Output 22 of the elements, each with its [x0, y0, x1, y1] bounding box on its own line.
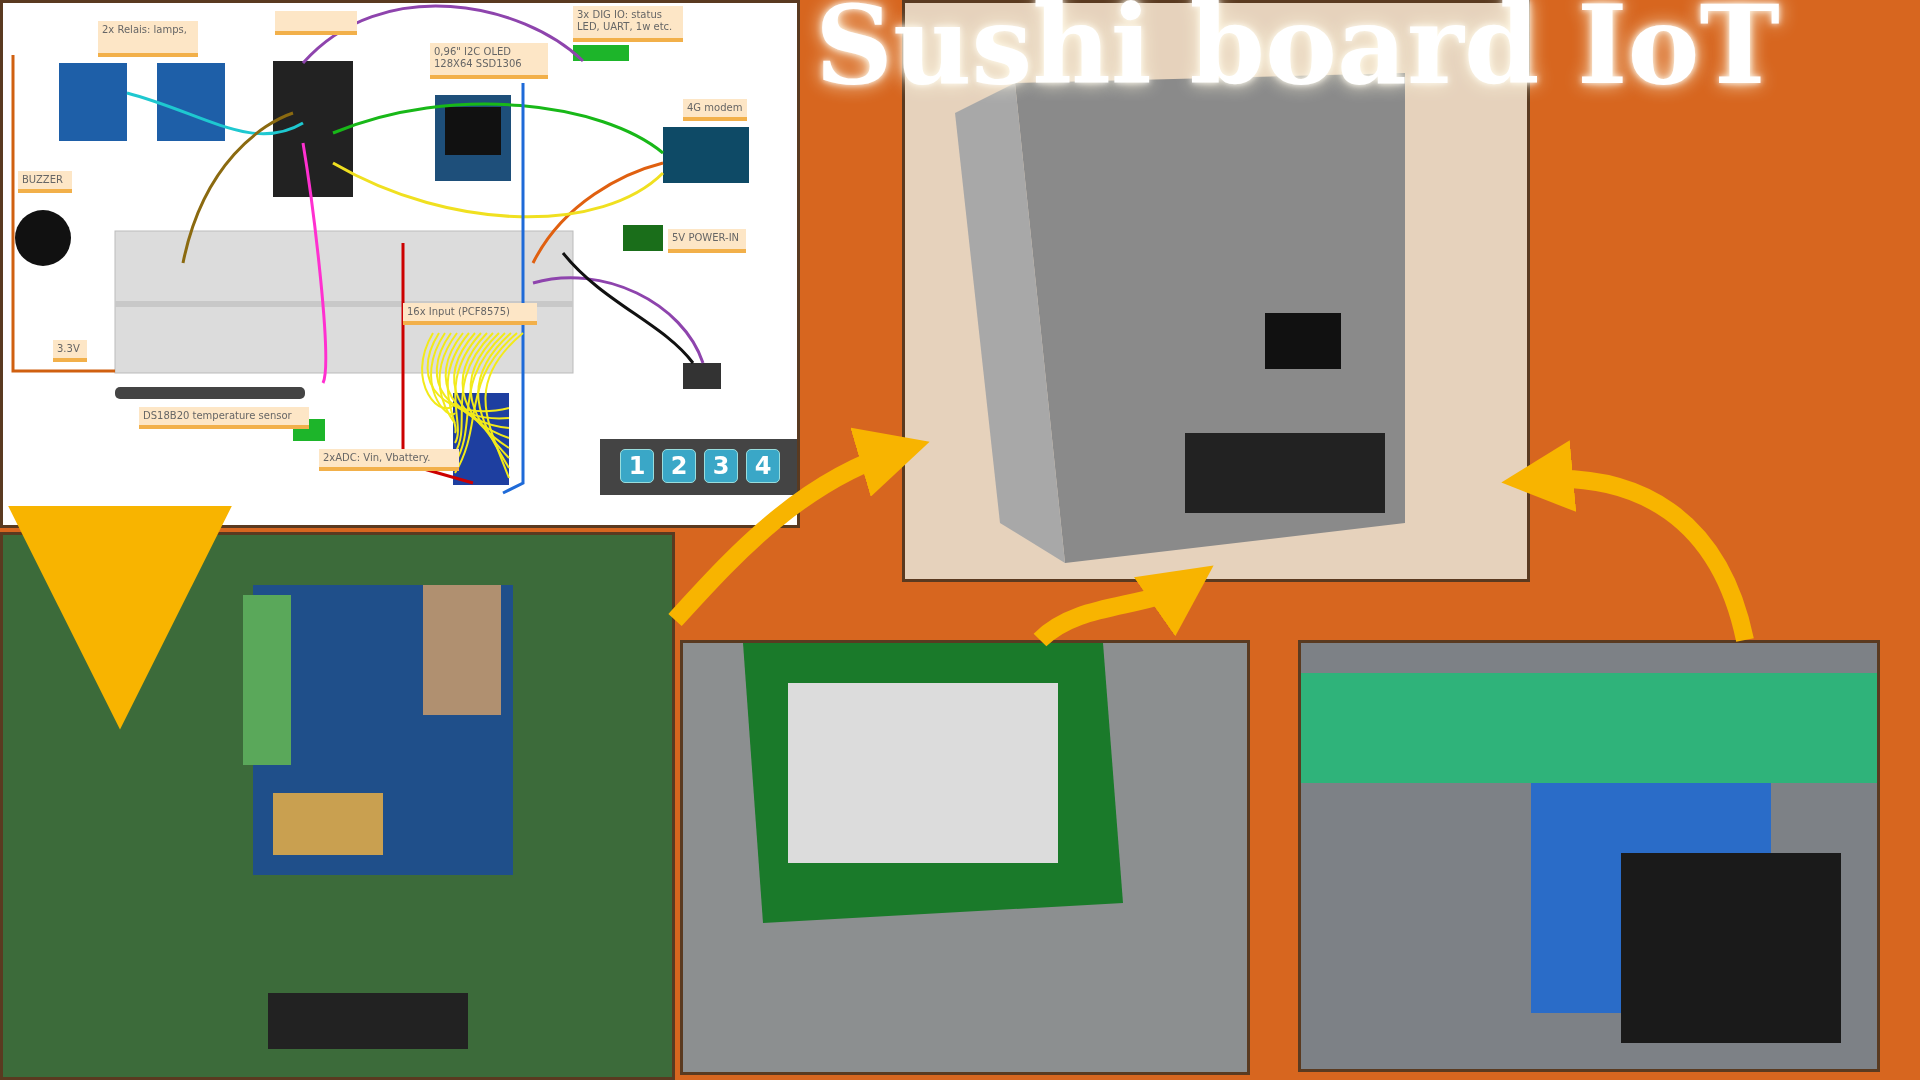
arrow [668, 429, 930, 627]
keypad-key: 1 [620, 449, 654, 483]
note-label [275, 11, 357, 35]
note-label: 4G modem [683, 99, 747, 121]
note-label: 3.3V [53, 340, 87, 362]
note-label: 3x DIG IO: status LED, UART, 1w etc. [573, 6, 683, 42]
keypad-key: 3 [704, 449, 738, 483]
note-label: BUZZER [18, 171, 72, 193]
note-label: 2x Relais: lamps, [98, 21, 198, 57]
note-label: 0,96" I2C OLED 128X64 SSD1306 [430, 43, 548, 79]
arrow [8, 505, 232, 730]
note-label: 5V POWER-IN [668, 229, 746, 253]
modem-board-photo [680, 640, 1250, 1075]
keypad-key: 4 [746, 449, 780, 483]
arrow [1034, 567, 1215, 647]
note-label: 16x Input (PCF8575) [403, 303, 537, 325]
battery-photo [1298, 640, 1880, 1072]
circuit-board-photo [0, 532, 675, 1080]
keypad-key: 2 [662, 449, 696, 483]
note-label: 2xADC: Vin, Vbattery. [319, 449, 459, 471]
note-label: DS18B20 temperature sensor [139, 407, 309, 429]
arrow [1501, 442, 1754, 643]
